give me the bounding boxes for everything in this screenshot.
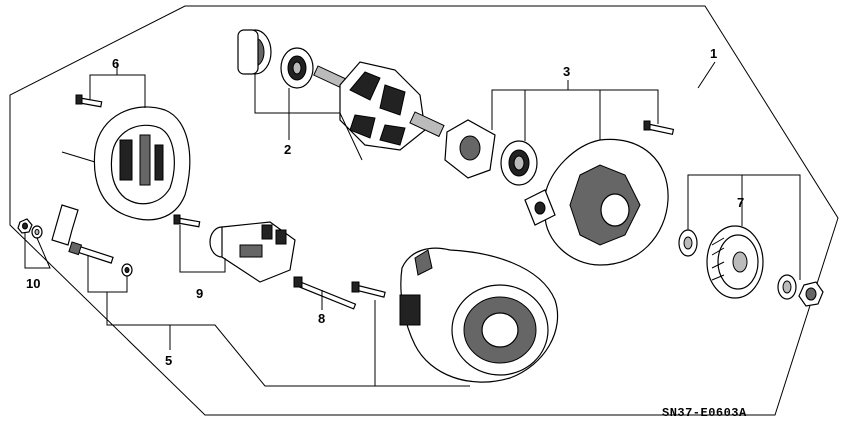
callout-3: 3 — [563, 64, 570, 79]
assembly-boundary — [9, 5, 839, 416]
terminal-stud — [68, 241, 114, 264]
terminal-insulator — [121, 263, 133, 277]
callout-9: 9 — [196, 286, 203, 301]
lock-washer — [777, 274, 797, 300]
rectifier-housing — [399, 247, 559, 383]
rotor — [313, 61, 445, 151]
callout-6: 6 — [112, 56, 119, 71]
spacer-washer — [678, 229, 698, 257]
callout-7: 7 — [737, 195, 744, 210]
housing-bolt — [643, 120, 675, 136]
rear-cover — [61, 106, 191, 221]
through-bolt — [293, 276, 357, 310]
front-cover — [237, 29, 272, 75]
callout-10: 10 — [26, 276, 40, 291]
voltage-regulator — [209, 221, 296, 283]
front-bearing — [500, 140, 538, 186]
pulley-nut — [798, 281, 824, 307]
bearing-retainer-plate — [444, 119, 496, 179]
terminal-washer — [31, 225, 43, 239]
callout-8: 8 — [318, 311, 325, 326]
regulator-screw — [173, 214, 201, 228]
callout-1: 1 — [710, 46, 717, 61]
pulley — [706, 225, 764, 299]
terminal-nut — [17, 218, 33, 234]
drive-end-housing — [524, 138, 669, 266]
diagram-code: SN37-E0603A — [662, 406, 747, 420]
bearing — [280, 47, 314, 89]
leader-lines — [24, 61, 801, 387]
terminal-bracket — [51, 204, 79, 246]
stator-bolt — [351, 281, 386, 298]
callout-2: 2 — [284, 142, 291, 157]
rear-cover-bolt — [75, 94, 103, 108]
callout-5: 5 — [165, 353, 172, 368]
